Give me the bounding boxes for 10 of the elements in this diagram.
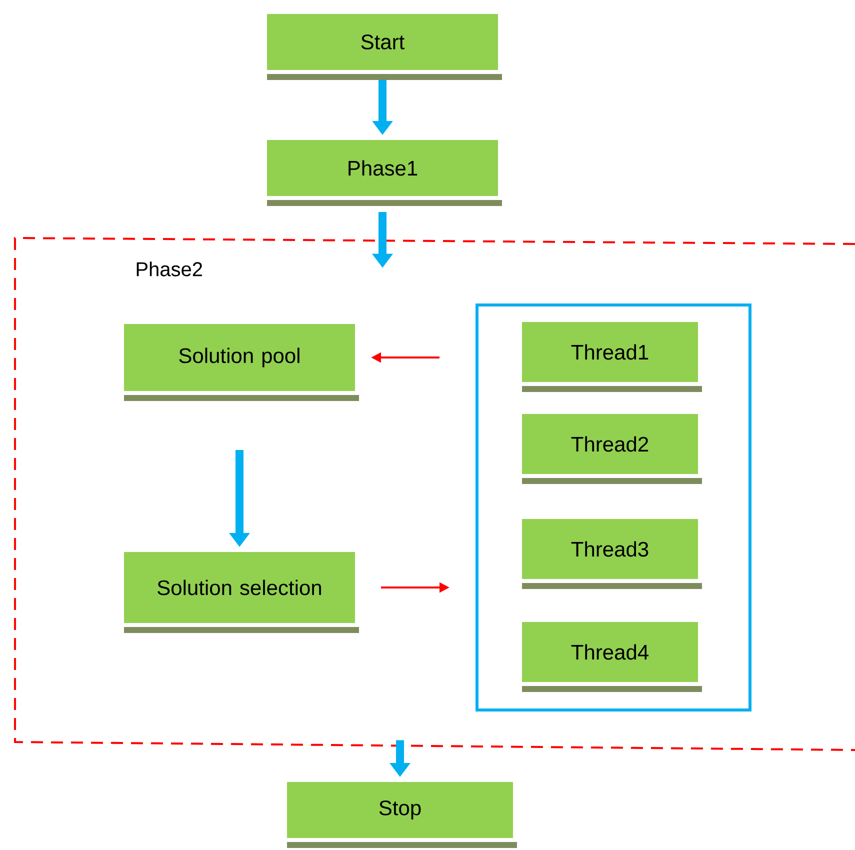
process-box: Solution pool [120, 320, 359, 401]
process-box: Thread1 [518, 318, 702, 392]
process-box: Thread2 [518, 410, 702, 484]
process-box: Phase1 [263, 136, 502, 206]
process-box: Thread3 [518, 515, 702, 589]
process-box: Thread4 [518, 618, 702, 692]
process-box: Stop [283, 778, 517, 848]
process-box: Start [263, 10, 502, 80]
process-box: Solution selection [120, 548, 359, 633]
group-frame [476, 304, 752, 712]
